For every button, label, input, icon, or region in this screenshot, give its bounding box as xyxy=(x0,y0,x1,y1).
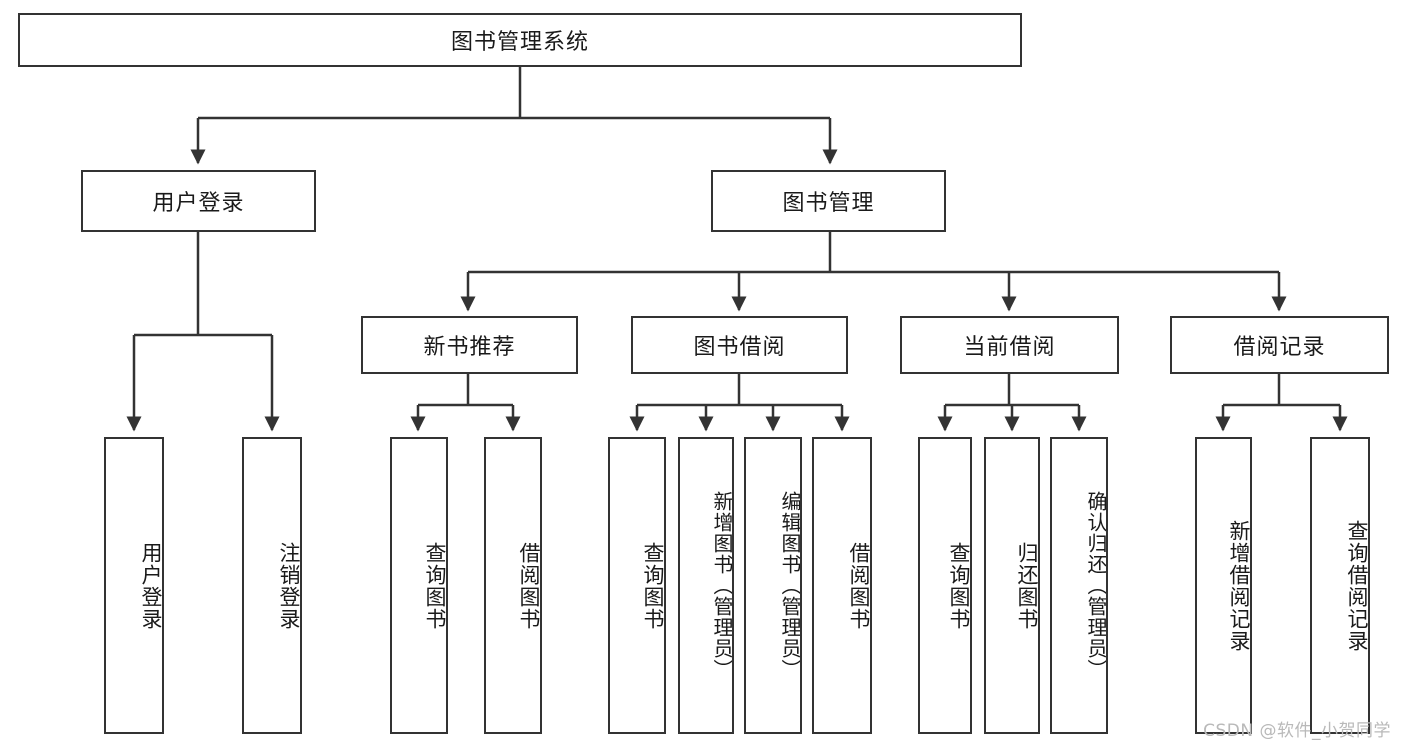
node-leaf-borrow-books-new[interactable]: 借阅图书 xyxy=(484,437,542,734)
node-leaf-query-books-new[interactable]: 查询图书 xyxy=(390,437,448,734)
node-leaf-user-login[interactable]: 用户登录 xyxy=(104,437,164,734)
node-root[interactable]: 图书管理系统 xyxy=(18,13,1022,67)
node-leaf-borrow-books[interactable]: 借阅图书 xyxy=(812,437,872,734)
node-leaf-query-books-borrow[interactable]: 查询图书 xyxy=(608,437,666,734)
node-leaf-confirm-return-admin[interactable]: 确认归还（管理员） xyxy=(1050,437,1108,734)
node-leaf-logout[interactable]: 注销登录 xyxy=(242,437,302,734)
node-leaf-query-borrow-record[interactable]: 查询借阅记录 xyxy=(1310,437,1370,734)
node-leaf-add-borrow-record[interactable]: 新增借阅记录 xyxy=(1195,437,1252,734)
node-leaf-add-book-admin[interactable]: 新增图书（管理员） xyxy=(678,437,734,734)
node-leaf-query-books-current[interactable]: 查询图书 xyxy=(918,437,972,734)
node-borrow-records[interactable]: 借阅记录 xyxy=(1170,316,1389,374)
node-leaf-return-books[interactable]: 归还图书 xyxy=(984,437,1040,734)
csdn-watermark: CSDN @软件_小贺同学 xyxy=(1203,721,1391,741)
node-current-borrow[interactable]: 当前借阅 xyxy=(900,316,1119,374)
node-book-management[interactable]: 图书管理 xyxy=(711,170,946,232)
node-leaf-edit-book-admin[interactable]: 编辑图书（管理员） xyxy=(744,437,802,734)
node-user-login[interactable]: 用户登录 xyxy=(81,170,316,232)
node-book-borrow[interactable]: 图书借阅 xyxy=(631,316,848,374)
node-new-book-recommend[interactable]: 新书推荐 xyxy=(361,316,578,374)
